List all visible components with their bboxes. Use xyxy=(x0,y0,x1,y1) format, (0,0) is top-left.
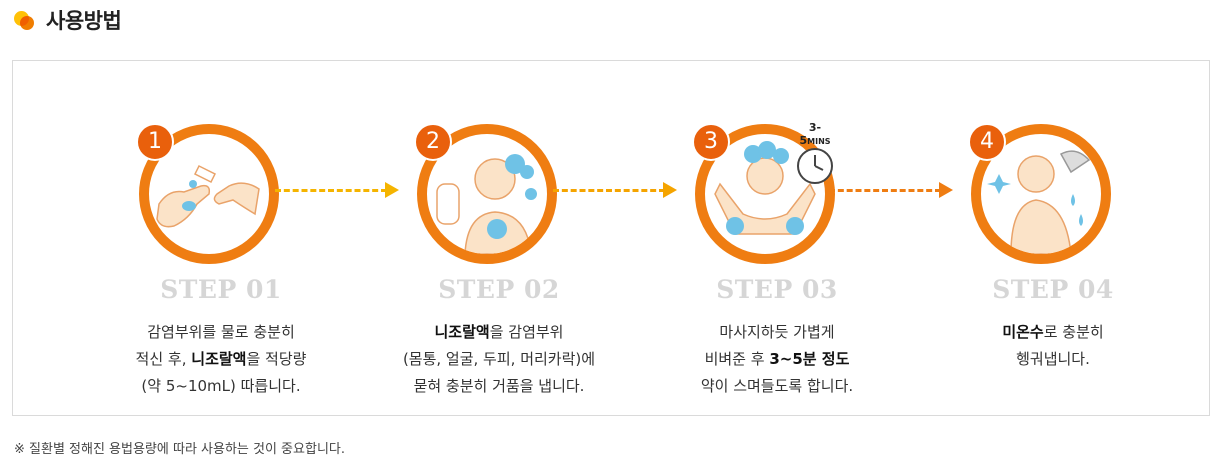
bullet-dots-icon xyxy=(14,9,36,31)
step-label: STEP 01 xyxy=(160,275,282,304)
rinsing-shower-icon xyxy=(987,150,1091,254)
timer-label: 3-5MINS xyxy=(799,121,831,147)
step-description: 미온수로 충분히 헹궈냅니다. xyxy=(1002,323,1104,368)
section-header: 사용방법 xyxy=(14,6,122,34)
lathering-person-icon xyxy=(436,154,537,254)
usage-note: ※ 질환별 정해진 용법용량에 따라 사용하는 것이 중요합니다. xyxy=(14,442,345,457)
step-number-badge: 3 xyxy=(692,123,730,161)
hands-pouring-icon xyxy=(156,164,260,228)
step-label: STEP 02 xyxy=(438,275,560,304)
usage-steps-panel: 1 STEP 01 감염부위를 물로 충분히 적신 후, 니조랄액을 적당량 (… xyxy=(12,60,1210,416)
massaging-person-icon xyxy=(714,141,816,235)
step-number-badge: 2 xyxy=(414,123,452,161)
step-description: 마사지하듯 가볍게 비벼준 후 3~5분 정도 약이 스며들도록 합니다. xyxy=(700,323,854,395)
step-number-badge: 4 xyxy=(968,123,1006,161)
arrow-right-icon xyxy=(829,182,955,198)
step-description: 니조랄액을 감염부위 (몸통, 얼굴, 두피, 머리카락)에 묻혀 충분히 거품… xyxy=(402,323,596,395)
step-1-illustration: 1 xyxy=(136,123,279,264)
step-2-illustration: 2 xyxy=(414,123,557,264)
step-3-illustration: 3 3-5MINS xyxy=(692,121,835,264)
step-4-illustration: 4 xyxy=(968,123,1111,264)
section-title: 사용방법 xyxy=(46,9,122,33)
step-description: 감염부위를 물로 충분히 적신 후, 니조랄액을 적당량 (약 5~10mL) … xyxy=(135,323,307,395)
step-label: STEP 03 xyxy=(716,275,838,304)
arrow-right-icon xyxy=(553,182,679,198)
step-number-badge: 1 xyxy=(136,123,174,161)
clock-icon xyxy=(797,148,833,184)
arrow-right-icon xyxy=(275,182,401,198)
step-label: STEP 04 xyxy=(992,275,1114,304)
